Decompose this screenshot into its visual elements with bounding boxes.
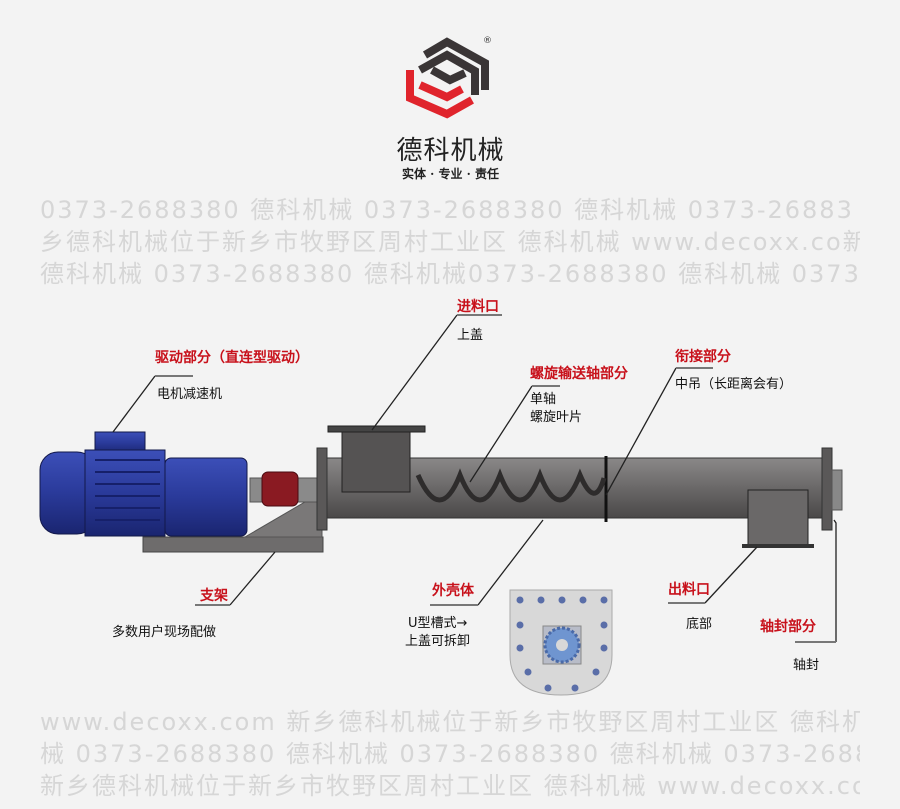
label-drive-desc: 电机减速机	[157, 387, 223, 402]
label-outlet-desc: 底部	[686, 617, 713, 632]
label-seal-title: 轴封部分	[760, 619, 816, 635]
label-outlet-title: 出料口	[668, 582, 710, 598]
u-trough-cross-section	[509, 589, 613, 696]
brand-slogan: 实体 · 专业 · 责任	[401, 167, 500, 181]
label-shell-title: 外壳体	[432, 583, 474, 599]
motor-reducer	[39, 431, 321, 537]
registered-mark: ®	[483, 36, 492, 46]
label-inlet-title: 进料口	[457, 299, 499, 315]
label-frame-desc: 多数用户现场配做	[112, 625, 217, 640]
label-frame-title: 支架	[200, 588, 228, 604]
label-inlet-desc: 上盖	[457, 328, 484, 343]
leader-lines	[112, 314, 837, 643]
label-joint-title: 衔接部分	[675, 349, 731, 365]
conveyor-trough	[316, 425, 843, 548]
brand-name: 德科机械	[396, 136, 505, 166]
label-screw-desc1: 单轴	[530, 392, 557, 407]
label-drive-title: 驱动部分（直连型驱动）	[155, 350, 309, 366]
label-shell-desc2: 上盖可拆卸	[405, 634, 471, 649]
label-screw-desc2: 螺旋叶片	[530, 410, 583, 425]
label-screw-title: 螺旋输送轴部分	[530, 366, 628, 382]
label-shell-desc1: U型槽式→	[408, 616, 468, 631]
brand-logo: ®	[406, 36, 492, 119]
label-seal-desc: 轴封	[793, 658, 820, 673]
screw-flight	[415, 468, 607, 503]
label-joint-desc: 中吊（长距离会有）	[675, 377, 793, 392]
